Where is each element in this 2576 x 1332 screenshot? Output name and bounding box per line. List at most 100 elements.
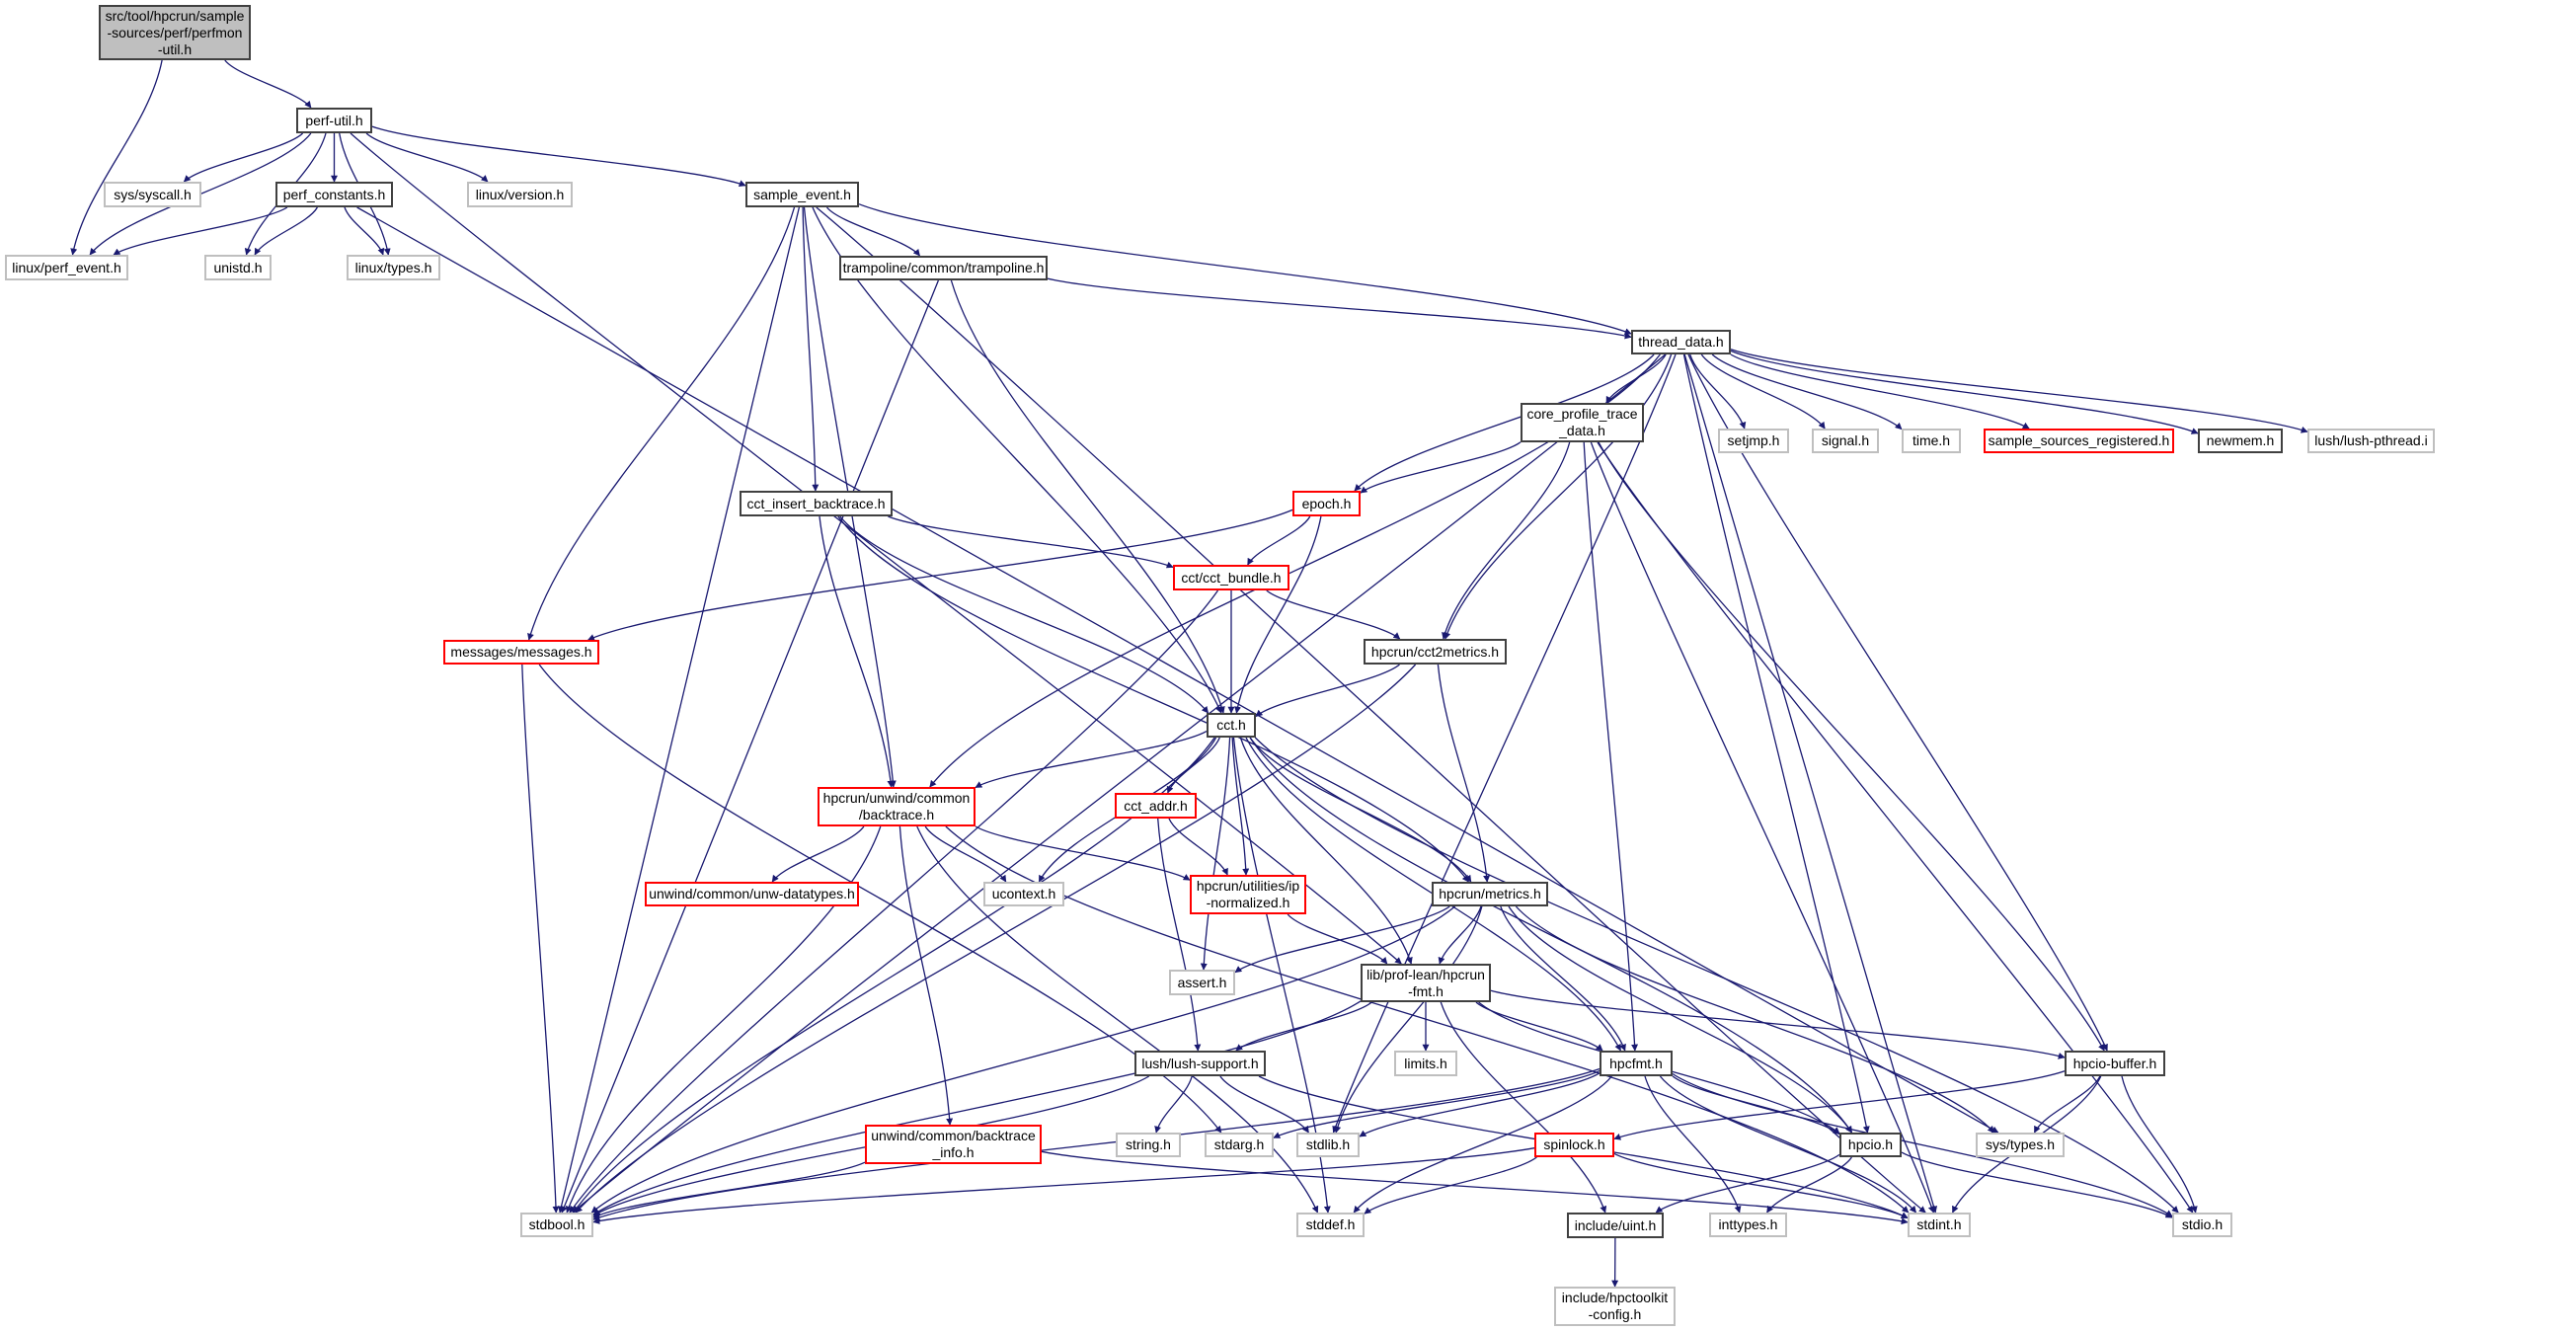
graph-node-signal-h[interactable]: signal.h	[1812, 429, 1879, 453]
graph-node-hpcrun-cct2metrics-h[interactable]: hpcrun/cct2metrics.h	[1364, 639, 1507, 665]
graph-node-lib-prof-lean-hpcrun-fmt-h[interactable]: lib/prof-lean/hpcrun -fmt.h	[1361, 964, 1491, 1002]
graph-node-cct-h[interactable]: cct.h	[1207, 713, 1256, 738]
edge-threaddata-to-setjmp	[1689, 353, 1747, 430]
edge-cct2metrics-to-cct	[1255, 664, 1400, 717]
graph-node-cct-insert-backtrace-h[interactable]: cct_insert_backtrace.h	[740, 491, 893, 516]
edge-metrics-to-hpcio	[1508, 905, 1853, 1134]
graph-node-hpcio-h[interactable]: hpcio.h	[1839, 1133, 1902, 1157]
graph-node-unwind-common-backtrace-info-h[interactable]: unwind/common/backtrace _info.h	[865, 1125, 1042, 1164]
graph-node-spinlock-h[interactable]: spinlock.h	[1534, 1133, 1614, 1157]
graph-node-cct-addr-h[interactable]: cct_addr.h	[1115, 793, 1197, 819]
node-label: stdbool.h	[528, 1216, 585, 1232]
node-label: thread_data.h	[1638, 334, 1724, 350]
node-label: unistd.h	[213, 259, 263, 275]
edge-hpcfmt-to-stdlib	[1359, 1072, 1600, 1137]
edge-coreprofile-to-epoch	[1360, 441, 1522, 494]
node-label: inttypes.h	[1718, 1216, 1778, 1232]
edge-lushsupport-to-stdlib	[1219, 1075, 1309, 1134]
edge-sampleevent-to-threaddata	[858, 203, 1632, 335]
graph-node-hpcio-buffer-h[interactable]: hpcio-buffer.h	[2065, 1051, 2165, 1076]
edge-epoch-to-messages	[587, 509, 1293, 641]
graph-node-perf-constants-h[interactable]: perf_constants.h	[275, 182, 393, 207]
edge-cct-to-hpcio	[1249, 737, 1853, 1134]
graph-node-perf-util-h[interactable]: perf-util.h	[296, 108, 372, 133]
edge-perfconst-to-unistd	[254, 206, 318, 256]
node-label: hpcfmt.h	[1609, 1055, 1663, 1071]
graph-node-lush-lush-pthread-i[interactable]: lush/lush-pthread.i	[2307, 429, 2435, 453]
edge-hpciobuffer-to-systypes	[2033, 1075, 2101, 1134]
node-label: src/tool/hpcrun/sample -sources/perf/per…	[105, 7, 245, 57]
graph-node-linux-perf-event-h[interactable]: linux/perf_event.h	[5, 255, 128, 280]
graph-node-linux-version-h[interactable]: linux/version.h	[467, 182, 573, 207]
graph-node-unwind-common-unw-datatypes-h[interactable]: unwind/common/unw-datatypes.h	[645, 882, 859, 906]
edge-hpcfmt-to-stdbool	[592, 1067, 1600, 1221]
graph-node-sys-syscall-h[interactable]: sys/syscall.h	[104, 182, 201, 207]
graph-node-sys-types-h[interactable]: sys/types.h	[1976, 1133, 2065, 1157]
edge-sampleevent-to-stdint	[816, 206, 1926, 1214]
node-label: ucontext.h	[991, 886, 1056, 901]
graph-node-newmem-h[interactable]: newmem.h	[2198, 429, 2283, 453]
graph-node-assert-h[interactable]: assert.h	[1169, 970, 1235, 995]
graph-node-stdint-h[interactable]: stdint.h	[1908, 1213, 1971, 1237]
edge-cctinsert-to-metrics	[837, 515, 1469, 883]
graph-node-sample-sources-registered-h[interactable]: sample_sources_registered.h	[1984, 429, 2174, 453]
graph-node-lush-lush-support-h[interactable]: lush/lush-support.h	[1134, 1051, 1266, 1076]
edge-hpcfmt-to-stdarg	[1273, 1070, 1600, 1138]
node-label: hpcrun/metrics.h	[1439, 886, 1541, 901]
edge-cctbundle-to-cct2metrics	[1266, 589, 1401, 640]
edge-coreprofile-to-cct2metrics	[1442, 441, 1571, 640]
graph-node-stdio-h[interactable]: stdio.h	[2172, 1213, 2232, 1237]
graph-node-time-h[interactable]: time.h	[1902, 429, 1961, 453]
node-label: hpcrun/unwind/common /backtrace.h	[822, 790, 971, 823]
graph-node-epoch-h[interactable]: epoch.h	[1292, 491, 1361, 516]
graph-node-core-profile-trace-data-h[interactable]: core_profile_trace _data.h	[1521, 403, 1644, 442]
graph-node-stdbool-h[interactable]: stdbool.h	[520, 1213, 593, 1237]
graph-node-include-uint-h[interactable]: include/uint.h	[1567, 1213, 1664, 1238]
graph-node-string-h[interactable]: string.h	[1116, 1133, 1181, 1157]
edge-hpcrunfmt-to-lushsupport	[1235, 1001, 1372, 1052]
graph-node-sample-event-h[interactable]: sample_event.h	[745, 182, 859, 207]
edge-coreprofile-to-hpcfmt	[1583, 441, 1639, 1052]
graph-node-hpcrun-utilities-ip-normalized-h[interactable]: hpcrun/utilities/ip -normalized.h	[1190, 875, 1306, 914]
edge-metrics-to-hpcfmt	[1500, 905, 1626, 1052]
node-label: hpcio.h	[1847, 1136, 1894, 1152]
edge-hpcfmt-to-stdint	[1659, 1075, 1917, 1214]
edge-cct-to-backtrace	[975, 731, 1208, 789]
edge-hpcrunfmt-to-stdbool	[592, 1000, 1362, 1215]
graph-node-limits-h[interactable]: limits.h	[1394, 1051, 1457, 1076]
graph-node-inttypes-h[interactable]: inttypes.h	[1709, 1213, 1787, 1237]
edge-metrics-to-stdlib	[1334, 905, 1483, 1134]
edge-metrics-to-systypes	[1515, 905, 1995, 1134]
graph-node-stdlib-h[interactable]: stdlib.h	[1296, 1133, 1360, 1157]
edge-threaddata-to-epoch	[1354, 353, 1655, 492]
edge-sampleevent-to-trampoline	[825, 206, 921, 257]
node-label: unwind/common/unw-datatypes.h	[649, 886, 855, 901]
edge-sampleevent-to-cctinsert	[802, 206, 820, 492]
graph-node-include-hpctoolkit-config-h[interactable]: include/hpctoolkit -config.h	[1554, 1287, 1676, 1326]
edge-backtrace-to-ucontext	[924, 825, 1007, 883]
graph-node-setjmp-h[interactable]: setjmp.h	[1718, 429, 1789, 453]
graph-node-stddef-h[interactable]: stddef.h	[1296, 1213, 1365, 1237]
edge-spinlock-to-stddef	[1364, 1156, 1537, 1214]
graph-node-cct-cct-bundle-h[interactable]: cct/cct_bundle.h	[1173, 565, 1289, 590]
graph-node-hpcrun-unwind-common-backtrace-h[interactable]: hpcrun/unwind/common /backtrace.h	[818, 787, 976, 826]
graph-node-messages-messages-h[interactable]: messages/messages.h	[443, 640, 599, 665]
node-label: string.h	[1126, 1136, 1171, 1152]
graph-node-hpcrun-metrics-h[interactable]: hpcrun/metrics.h	[1432, 882, 1548, 906]
edge-spinlock-to-stdint	[1613, 1152, 1909, 1219]
graph-node-hpcfmt-h[interactable]: hpcfmt.h	[1600, 1051, 1673, 1076]
graph-node-thread-data-h[interactable]: thread_data.h	[1631, 330, 1731, 354]
edge-ipnorm-to-hpcrunfmt	[1287, 913, 1388, 965]
graph-node-stdarg-h[interactable]: stdarg.h	[1205, 1133, 1274, 1157]
edge-hpcrunfmt-to-hpciobuffer	[1490, 989, 2066, 1059]
node-label: cct_addr.h	[1124, 797, 1188, 814]
graph-node-ucontext-h[interactable]: ucontext.h	[983, 882, 1064, 906]
graph-node-linux-types-h[interactable]: linux/types.h	[347, 255, 440, 280]
node-label: limits.h	[1404, 1055, 1447, 1071]
node-label: stdlib.h	[1305, 1136, 1351, 1152]
graph-node-unistd-h[interactable]: unistd.h	[204, 255, 272, 280]
edge-cctbundle-to-stdbool	[569, 589, 1219, 1214]
edge-threaddata-to-time	[1711, 353, 1903, 431]
graph-node-trampoline-common-trampoline-h[interactable]: trampoline/common/trampoline.h	[839, 256, 1048, 280]
